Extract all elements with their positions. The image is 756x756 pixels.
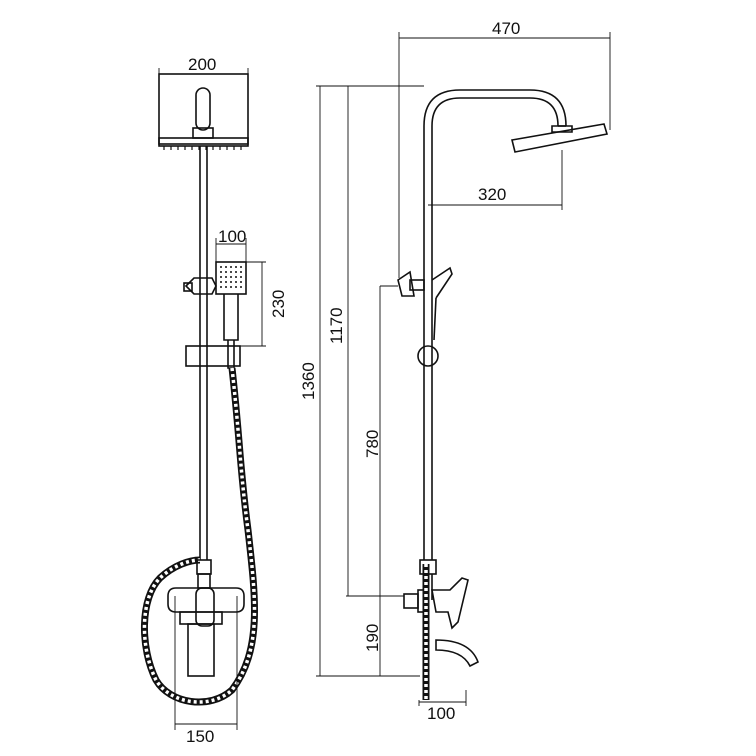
label-handshower-height: 230: [269, 290, 288, 318]
dimension-mixer-height: 190: [363, 624, 382, 652]
dimension-arm-reach: 470: [398, 19, 611, 278]
slider-front: [185, 345, 241, 367]
label-total-height: 1360: [299, 362, 318, 400]
label-head-width: 200: [188, 55, 216, 74]
dimension-head-width: 200: [158, 55, 249, 100]
dimension-slider-height: 780: [346, 285, 404, 676]
label-spout-reach: 100: [427, 704, 455, 723]
hose-front: [140, 367, 259, 706]
front-view: 200: [140, 55, 288, 746]
mixer-side: [403, 559, 479, 700]
slider-side: [417, 345, 439, 367]
dimension-head-offset: 320: [428, 150, 563, 210]
dimension-handshower-height: 230: [238, 261, 288, 347]
shower-arm-side: [423, 89, 567, 560]
hand-shower-side: [397, 266, 453, 341]
side-view: 470 320: [299, 19, 611, 723]
label-mixer-width: 150: [186, 727, 214, 746]
mixer-front: [167, 559, 245, 677]
label-slider-height: 780: [363, 430, 382, 458]
label-arm-reach: 470: [492, 19, 520, 38]
dimension-rail-height: 1170: [327, 86, 349, 596]
dimension-total-height: 1360: [299, 85, 424, 677]
label-head-offset: 320: [478, 185, 506, 204]
riser-rail-front: [199, 146, 208, 560]
shower-head-side: [511, 123, 609, 153]
dimension-handshower-width: 100: [215, 227, 247, 262]
label-handshower-width: 100: [218, 227, 246, 246]
label-rail-height: 1170: [327, 307, 346, 344]
label-mixer-height: 190: [363, 624, 382, 652]
dimension-mixer-width: 150: [174, 596, 238, 746]
shower-head-front: [158, 73, 249, 150]
dimension-spout-reach: 100: [418, 690, 467, 723]
hand-shower-front: [215, 261, 247, 369]
